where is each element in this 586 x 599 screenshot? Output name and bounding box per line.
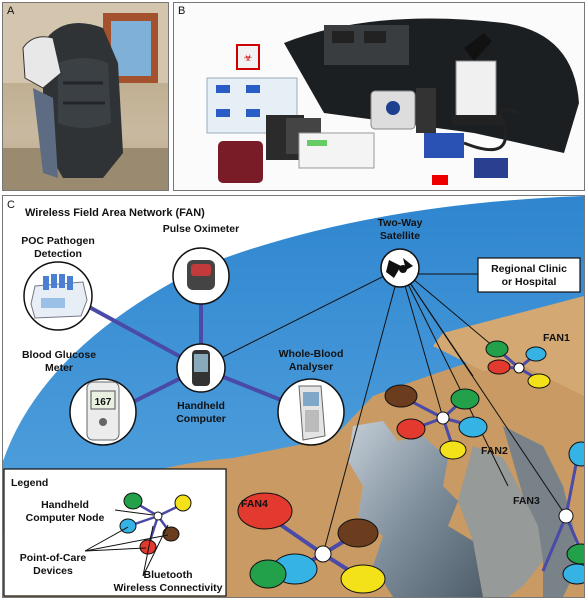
fan1-plateau [433, 296, 584, 396]
satellite-label-1: Two-Way [378, 217, 423, 229]
fan2-label: FAN2 [481, 445, 508, 457]
legend-poc-label-2: Devices [33, 565, 73, 577]
legend-box: Legend Handheld Com [3, 468, 227, 597]
legend-node-label-1: Handheld [41, 499, 89, 511]
blood-glucose-node: 167 Blood Glucose Meter [22, 349, 137, 446]
handheld-label-2: Computer [176, 413, 226, 425]
fan4-label: FAN4 [241, 498, 268, 510]
panel-a-photo: A [2, 2, 169, 191]
whole-blood-node: Whole-Blood Analyser [277, 348, 345, 446]
pulse-oximeter-label: Pulse Oximeter [163, 223, 239, 235]
legend-blue-device [119, 518, 137, 534]
handheld-label-1: Handheld [177, 400, 225, 412]
poc-pathogen-label-1: POC Pathogen [21, 235, 95, 247]
biohazard-container [236, 44, 260, 70]
fan4-network: FAN4 [237, 492, 386, 594]
legend-poc-label-1: Point-of-Care [20, 552, 87, 564]
handheld-computer-node: Handheld Computer [176, 343, 226, 425]
pulse-oximeter-node: Pulse Oximeter [163, 223, 239, 305]
analyser-device [298, 132, 375, 169]
fan1-label: FAN1 [543, 332, 570, 344]
legend-node-label-2: Computer Node [26, 512, 105, 524]
svg-text:☣: ☣ [244, 53, 253, 64]
legend-red-device [139, 539, 157, 555]
glucose-reading: 167 [95, 397, 112, 408]
panel-a-label: A [7, 5, 15, 17]
fan3-network: FAN3 [513, 441, 584, 585]
legend-bt-label-1: Bluetooth [144, 569, 193, 581]
mountain-rock [348, 421, 483, 597]
legend-bt-label-2: Wireless Connectivity [113, 582, 222, 594]
panel-c-diagram: C Wireless Field Area Network (FAN) [2, 195, 585, 598]
whole-blood-label-2: Analyser [289, 361, 333, 373]
whole-blood-label-1: Whole-Blood [279, 348, 344, 360]
red-pouch [218, 141, 263, 183]
legend-green-device [123, 492, 143, 510]
clinic-label-2: or Hospital [502, 276, 557, 288]
panel-c-label: C [7, 199, 15, 211]
panel-b-photo: B ☣ [173, 2, 585, 191]
blood-glucose-label-2: Meter [45, 362, 73, 374]
fan2-network: FAN2 [384, 384, 508, 460]
face-mask-shape [22, 36, 62, 89]
satellite-label-2: Satellite [380, 230, 420, 242]
microscope [464, 33, 492, 61]
blue-pump [424, 133, 464, 158]
poc-pathogen-node: POC Pathogen Detection [21, 235, 95, 331]
legend-brown-device [162, 526, 180, 542]
fan1-network: FAN1 [485, 332, 570, 389]
satellite-node: Two-Way Satellite [378, 217, 423, 288]
blood-glucose-label-1: Blood Glucose [22, 349, 96, 361]
diagram-title: Wireless Field Area Network (FAN) [25, 207, 205, 219]
equipment-photo: ☣ [206, 18, 579, 185]
clinic-label-1: Regional Clinic [491, 263, 567, 275]
backpack-photo [3, 3, 168, 190]
regional-clinic-box: Regional Clinic or Hospital [477, 257, 581, 293]
legend-title: Legend [11, 477, 48, 489]
fan-network-diagram: Wireless Field Area Network (FAN) [3, 196, 584, 597]
fan3-label: FAN3 [513, 495, 540, 507]
poc-pathogen-label-2: Detection [34, 248, 82, 260]
panel-b-label: B [178, 5, 186, 17]
legend-node [153, 511, 163, 521]
legend-yellow-device [174, 494, 192, 512]
